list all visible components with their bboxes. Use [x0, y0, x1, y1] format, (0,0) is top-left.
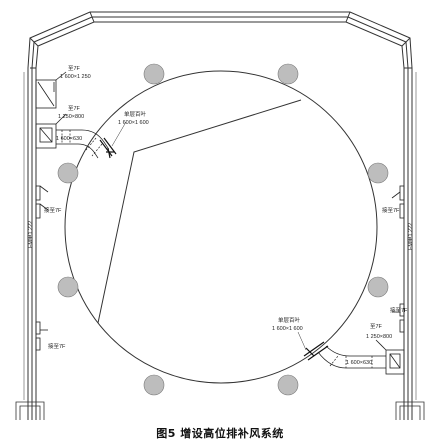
label-louver-size-left: 1 600×1 600 — [118, 120, 149, 126]
label-size-2: 1 250×800 — [58, 114, 84, 120]
fan-unit-top-left — [35, 113, 67, 149]
columns — [57, 63, 389, 396]
label-size-right: 1 250×800 — [366, 334, 392, 340]
column — [367, 276, 389, 298]
label-to7f-2: 至7F — [68, 105, 81, 112]
label-connect-left-1: 接至7F — [44, 206, 62, 214]
circular-hall — [64, 70, 378, 384]
label-connect-left-2: 接至7F — [48, 342, 66, 350]
right-wall-doors — [391, 185, 405, 333]
duct-top-left — [56, 129, 109, 159]
column — [143, 63, 165, 85]
partition-line — [97, 99, 302, 324]
label-louver-left: 单层百叶 — [124, 110, 147, 118]
label-louver-right: 单层百叶 — [278, 316, 301, 324]
label-connect-right-2: 接至7F — [390, 306, 408, 314]
fan-unit-bottom-right — [375, 339, 405, 375]
inner-wall-lines — [23, 72, 417, 400]
bottom-corners — [15, 401, 425, 420]
column — [57, 162, 79, 184]
column — [277, 374, 299, 396]
louver-top-left — [99, 137, 117, 159]
label-to7f-1: 至7F — [68, 65, 81, 72]
label-connect-right-1: 接至7F — [382, 206, 400, 214]
label-size-1: 1 600×1 250 — [60, 74, 91, 80]
building-outline — [27, 11, 413, 420]
label-to7f-right: 至7F — [370, 323, 383, 330]
floor-plan: 至7F 1 600×1 250 至7F 1 250×800 1 600×630 … — [15, 11, 425, 420]
shaft-top-left — [35, 71, 67, 109]
column — [367, 162, 389, 184]
left-wall-doors — [35, 185, 49, 351]
label-duct-size-right: 1 600×630 — [346, 360, 372, 366]
column — [57, 276, 79, 298]
leader-line — [297, 331, 307, 351]
label-louver-size-right: 1 600×1 600 — [272, 326, 303, 332]
label-fm-left: FM甲1 222 — [27, 221, 34, 248]
label-duct-size-left: 1 600×630 — [56, 136, 82, 142]
leader-line — [111, 121, 127, 147]
figure-caption: 图5 增设高位排补风系统 — [156, 427, 284, 440]
louver-bottom-right — [303, 341, 329, 361]
column — [277, 63, 299, 85]
duct-bottom-right — [317, 345, 386, 369]
column — [143, 374, 165, 396]
label-fm-right: FM甲1 222 — [407, 223, 414, 250]
